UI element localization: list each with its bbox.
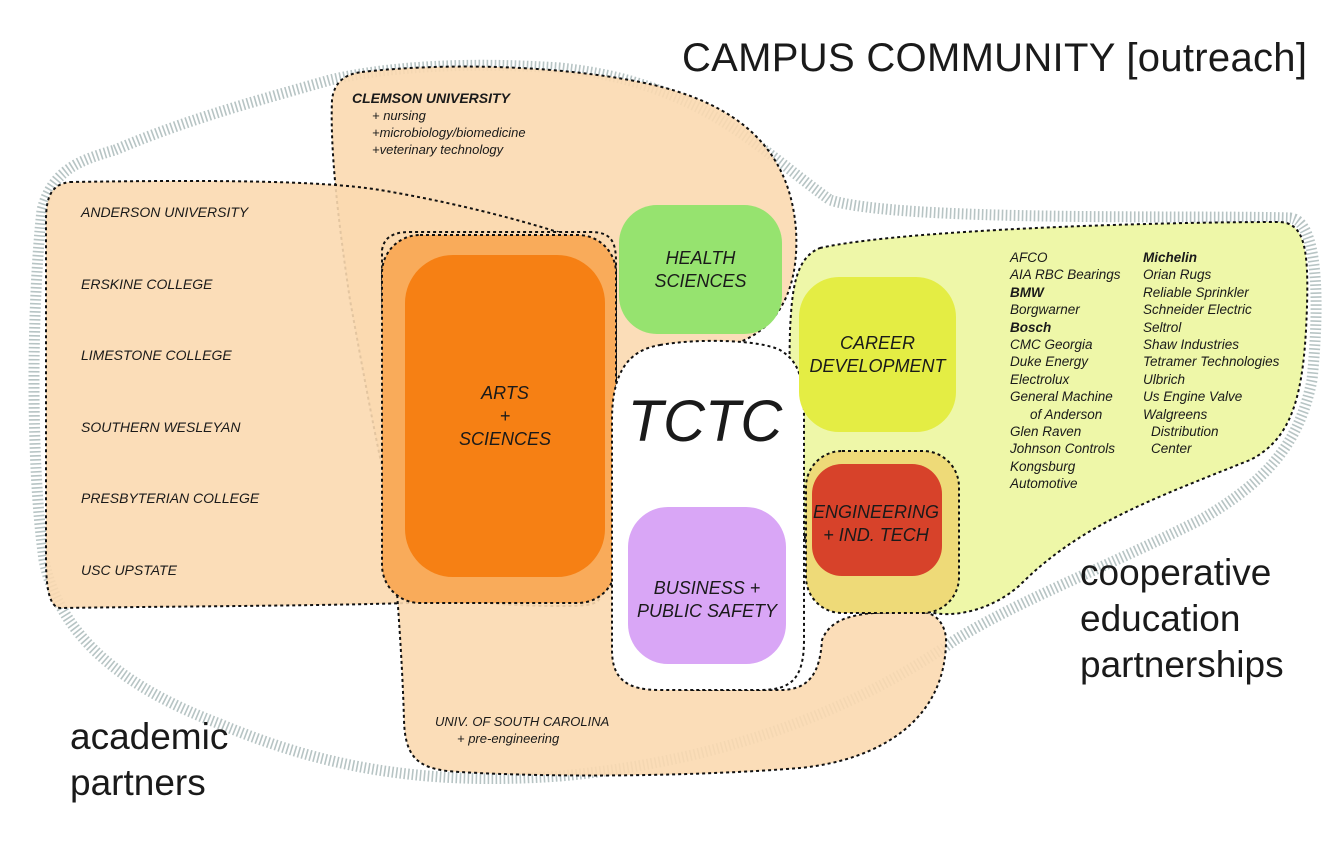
arts-label-line: ARTS [481, 382, 529, 403]
arts-label-line: + [499, 405, 511, 426]
academic-label-line: academic [70, 716, 229, 757]
tctc-center-label: TCTC [627, 389, 783, 454]
clemson-program: + nursing [372, 108, 426, 123]
arts-sciences-label: ARTS + SCIENCES [405, 255, 605, 577]
company-item: Walgreens [1143, 406, 1208, 422]
engineering-label-line: ENGINEERING [812, 502, 940, 522]
company-item: Ulbrich [1143, 371, 1186, 387]
company-item: AFCO [1010, 250, 1048, 265]
business-label-line: PUBLIC SAFETY [636, 600, 778, 621]
company-item: Duke Energy [1010, 354, 1089, 370]
company-list-right: Michelin Orian Rugs Reliable Sprinkler S… [1143, 249, 1279, 458]
health-sciences-box [619, 205, 782, 334]
engineering-label: ENGINEERING + IND. TECH [806, 464, 946, 584]
career-development-box [799, 277, 956, 432]
company-item: Johnson Controls [1010, 441, 1116, 457]
engineering-box [812, 464, 942, 576]
health-label-line: SCIENCES [654, 270, 747, 291]
usc-program: + pre-engineering [457, 731, 560, 746]
company-item: Reliable Sprinkler [1143, 284, 1249, 300]
university-item: SOUTHERN WESLEYAN [81, 418, 241, 435]
company-item: Orian Rugs [1143, 267, 1212, 283]
company-item: Us Engine Valve [1143, 389, 1243, 405]
company-item: Schneider Electric [1143, 302, 1252, 318]
clemson-program: +microbiology/biomedicine [372, 125, 526, 140]
university-item: ANDERSON UNIVERSITY [81, 204, 249, 220]
clemson-program: +veterinary technology [372, 142, 504, 157]
clemson-name: CLEMSON UNIVERSITY [352, 90, 510, 106]
company-item: AIA RBC Bearings [1010, 267, 1121, 283]
company-item: Seltrol [1143, 319, 1182, 335]
arts-label-line: SCIENCES [458, 428, 552, 449]
company-item: Shaw Industries [1143, 336, 1240, 352]
career-label-line: DEVELOPMENT [809, 355, 946, 376]
company-item: Distribution [1151, 423, 1219, 439]
university-item: LIMESTONE COLLEGE [81, 347, 232, 364]
coop-label-line: partnerships [1080, 644, 1284, 685]
company-item: of Anderson [1030, 406, 1103, 422]
business-label: BUSINESS + PUBLIC SAFETY [628, 507, 786, 692]
campus-community-title: CAMPUS COMMUNITY [outreach] [682, 36, 1308, 80]
company-item: Michelin [1143, 250, 1198, 265]
business-public-safety-box [628, 507, 786, 664]
university-item: USC UPSTATE [81, 561, 177, 578]
clemson-block: CLEMSON UNIVERSITY + nursing +microbiolo… [352, 90, 526, 158]
career-label: CAREER DEVELOPMENT [799, 277, 956, 432]
coop-label-line: cooperative [1080, 552, 1272, 593]
engineering-label-line: + IND. TECH [823, 525, 929, 545]
company-item: Glen Raven [1010, 423, 1082, 439]
company-item: Automotive [1010, 476, 1078, 492]
health-sciences-label: HEALTH SCIENCES [619, 205, 782, 334]
usc-name: UNIV. OF SOUTH CAROLINA [435, 714, 610, 729]
company-item: Borgwarner [1010, 302, 1080, 318]
cooperative-label: cooperative education partnerships [1080, 550, 1284, 688]
university-item: ERSKINE COLLEGE [81, 275, 213, 292]
company-item: Kongsburg [1010, 458, 1076, 474]
company-item: Bosch [1010, 319, 1052, 335]
university-item: PRESBYTERIAN COLLEGE [81, 490, 260, 507]
company-item: BMW [1010, 284, 1044, 300]
arts-sciences-box [405, 255, 605, 577]
business-label-line: BUSINESS + [653, 577, 761, 598]
company-item: General Machine [1010, 389, 1113, 405]
company-item: Electrolux [1010, 371, 1070, 387]
health-label-line: HEALTH [665, 247, 736, 268]
company-item: CMC Georgia [1010, 336, 1093, 352]
usc-block: UNIV. OF SOUTH CAROLINA + pre-engineerin… [435, 713, 609, 747]
company-list-left: AFCO AIA RBC Bearings BMW Borgwarner Bos… [1010, 249, 1121, 492]
academic-partners-label: academic partners [70, 714, 228, 806]
academic-label-line: partners [70, 762, 206, 803]
campus-community-boundary [28, 59, 1322, 785]
company-item: Center [1151, 441, 1192, 457]
career-label-line: CAREER [839, 332, 915, 353]
company-item: Tetramer Technologies [1143, 354, 1280, 370]
coop-label-line: education [1080, 598, 1241, 639]
university-list: ANDERSON UNIVERSITY ERSKINE COLLEGE LIME… [81, 204, 259, 634]
